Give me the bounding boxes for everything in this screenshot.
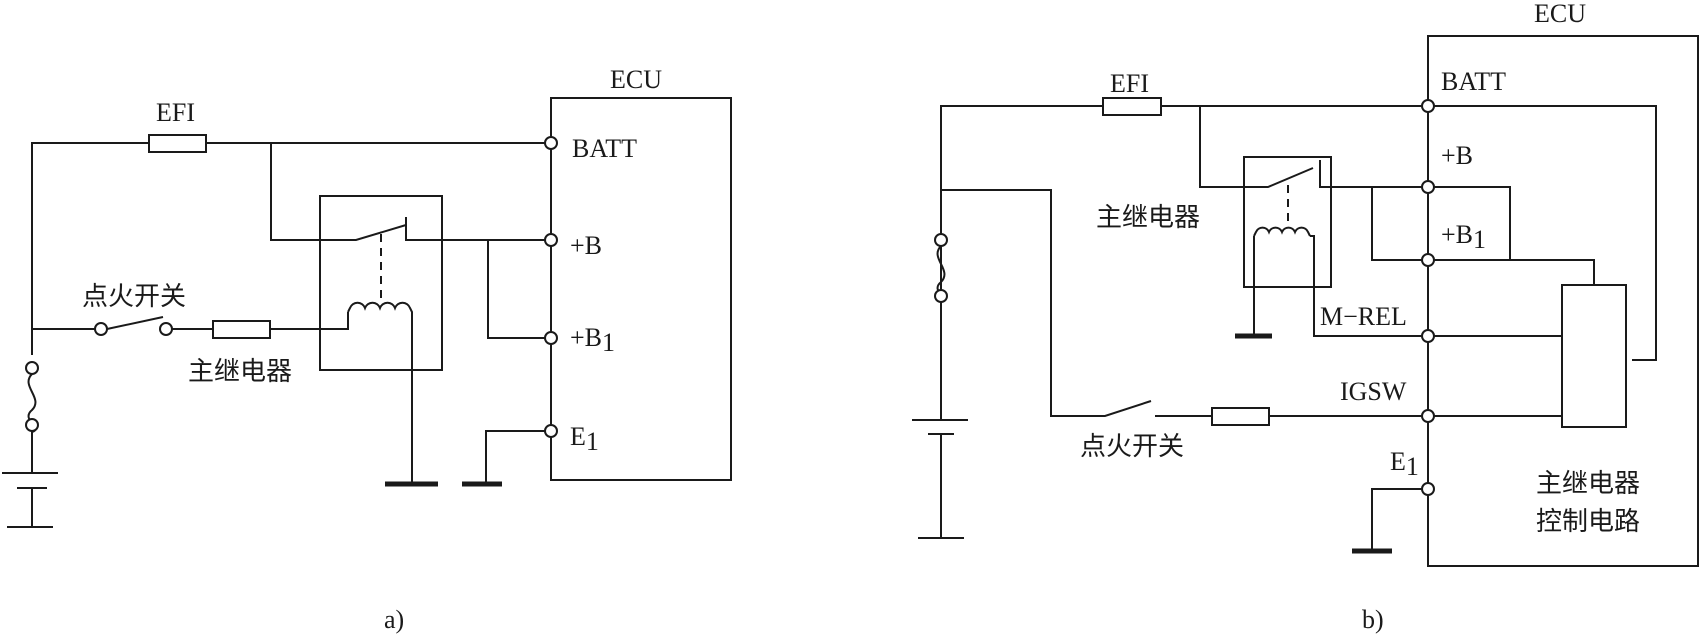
batt-terminal-b [1421,99,1435,113]
pin-e1-a: E1 [570,422,599,456]
coil-feed-wire-a [270,312,349,330]
efi-fuse-a [148,134,207,153]
panel-a: ECU EFI BATT +B +B1 E1 点火 [2,65,732,634]
fusible-link-bottom-a [25,418,39,432]
plus-b-terminal-a [544,233,558,247]
relay-fuse-b [1211,407,1270,426]
fusible-link-top-b [934,233,948,247]
efi-fuse-b [1102,97,1162,116]
plus-b-terminal-b [1421,180,1435,194]
relay-control-block-b [1561,284,1627,428]
pin-m-rel-b: M−REL [1320,302,1407,331]
relay-coil-a [347,301,413,484]
ecu-title-b: ECU [1534,0,1586,28]
plus-b1-terminal-a [544,331,558,345]
fusible-link-top-a [25,361,39,375]
pin-plus-b1-b: +B1 [1441,220,1486,254]
pin-batt-b: BATT [1441,67,1506,96]
pin-igsw-b: IGSW [1340,377,1407,406]
caption-b: b) [1362,605,1384,634]
relay-coil-b [1253,226,1311,237]
relay-contact-feed-b [1199,106,1314,188]
plus-b1-wire-b [1371,187,1422,261]
batt-internal-wire-b [1434,105,1657,361]
panel-b: ECU EFI BATT +B +B1 M−REL 主继电器 [912,0,1699,634]
e1-terminal-b [1421,482,1435,496]
plus-b1-terminal-b [1421,253,1435,267]
pin-plus-b-a: +B [570,231,602,260]
ignition-feed-wire-b [941,189,1152,417]
e1-terminal-a [544,424,558,438]
pin-plus-b-b: +B [1441,141,1473,170]
fusible-link-bottom-b [934,289,948,303]
plus-b-internal-b [1434,186,1511,260]
ignition-switch-label-a: 点火开关 [82,282,186,312]
battery-feed-wire-a [31,142,149,355]
ign-switch-terminal-1-a [94,322,108,336]
batt-terminal-a [544,136,558,150]
main-relay-box-a [319,195,443,371]
efi-fuse-label-a: EFI [156,98,195,127]
e1-wire-b [1371,488,1422,551]
e1-wire-a [485,430,545,484]
main-relay-label-b: 主继电器 [1096,203,1200,233]
ign-switch-terminal-2-a [159,322,173,336]
control-circuit-label-line2-b: 控制电路 [1536,507,1640,537]
relay-contact-out-a [405,217,545,241]
relay-contact-out-b [1319,160,1422,188]
m-rel-wire-b [1310,235,1422,337]
control-circuit-label-line1-b: 主继电器 [1536,469,1640,499]
pin-e1-b: E1 [1390,447,1419,481]
ignition-switch-label-b: 点火开关 [1080,432,1184,462]
ecu-title-a: ECU [610,65,662,94]
pin-batt-a: BATT [572,134,637,163]
plus-b1-wire-a [487,240,545,339]
relay-contact-feed-a [270,143,407,241]
battery-feed-wire-b [940,105,1103,420]
efi-fuse-label-b: EFI [1110,69,1149,98]
ecu-box-a [550,97,732,481]
caption-a: a) [384,605,404,634]
main-relay-label-a: 主继电器 [188,357,292,387]
pin-plus-b1-a: +B1 [570,323,615,357]
m-rel-terminal-b [1421,329,1435,343]
igsw-terminal-b [1421,409,1435,423]
main-relay-box-b [1243,156,1332,288]
ignition-switch-blade-a [106,316,164,330]
relay-fuse-a [212,320,271,339]
plus-b1-internal-b [1434,259,1595,285]
